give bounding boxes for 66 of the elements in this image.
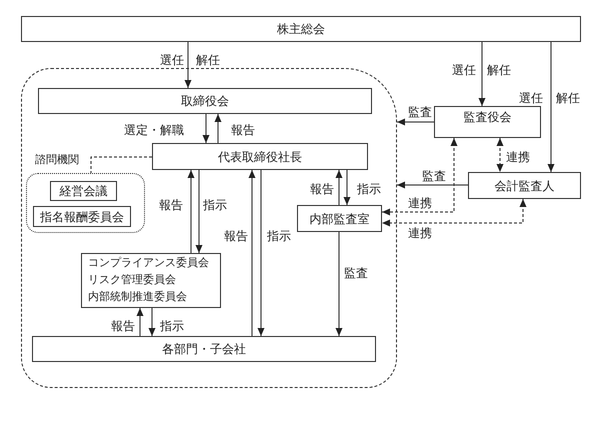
edge-label: 監査: [408, 105, 432, 119]
edge-label: 報告: [310, 182, 334, 196]
arrow: [196, 170, 202, 254]
committee-name: 内部統制推進委員会: [88, 290, 187, 305]
org-box: [468, 172, 581, 199]
edge-label: 指示: [357, 182, 381, 196]
arrow: [396, 182, 468, 188]
box-label: 監査役会: [464, 110, 512, 124]
annotation-label: 解任: [487, 63, 511, 77]
dashed-double-arrow: [496, 138, 504, 172]
arrow: [396, 118, 434, 126]
arrow: [188, 170, 194, 254]
org-box: [434, 106, 541, 138]
committee-name: リスク管理委員会: [88, 272, 176, 288]
org-box: [33, 206, 131, 227]
edge-label: 報告: [111, 319, 135, 333]
edge-label: 連携: [408, 196, 432, 210]
box-label: 代表取締役社長: [218, 150, 302, 164]
committee-name: コンプライアンス委員会: [88, 256, 209, 271]
arrow: [548, 42, 554, 172]
arrow: [136, 308, 144, 336]
org-box: [50, 181, 117, 201]
annotation-label: 解任: [556, 91, 580, 105]
edge-label: 選定・解職: [124, 123, 184, 137]
org-box: [32, 336, 376, 362]
arrow: [248, 170, 256, 336]
dashed-double-arrow: [382, 198, 526, 226]
box-label: 株主総会: [277, 22, 325, 36]
box-label: 会計監査人: [494, 178, 554, 192]
dashed-boundary: [21, 68, 397, 388]
arrow: [336, 170, 342, 206]
arrow: [202, 114, 210, 144]
org-box: [38, 88, 372, 114]
committee-box: [81, 253, 221, 308]
edge-label: 選任: [452, 63, 476, 77]
arrow: [344, 170, 350, 206]
arrow: [478, 42, 486, 106]
edge-label: 指示: [203, 198, 227, 212]
edge-label: 連携: [408, 226, 432, 240]
edge-label: 報告: [224, 229, 248, 243]
arrow: [336, 232, 342, 336]
box-label: 経営会議: [60, 184, 108, 198]
edge-label: 指示: [267, 229, 291, 243]
box-label: 内部監査室: [310, 212, 370, 226]
box-label: 各部門・子会社: [162, 342, 246, 356]
dashed-connector-line: [90, 156, 152, 174]
arrow: [148, 308, 156, 336]
edge-label: 監査: [344, 266, 368, 280]
edge-label: 報告: [159, 198, 183, 212]
edge-label: 指示: [160, 319, 184, 333]
dashed-double-arrow: [382, 138, 458, 216]
arrow: [258, 170, 264, 336]
edge-label: 監査: [422, 169, 446, 183]
edge-label: 選任: [519, 91, 543, 105]
org-box: [297, 205, 382, 232]
arrow: [214, 114, 222, 144]
group-heading: 諮問機関: [35, 154, 79, 167]
edge-label: 報告: [231, 123, 255, 137]
org-box: [21, 16, 581, 42]
edge-label: 連携: [506, 150, 530, 164]
box-label: 指名報酬委員会: [40, 210, 124, 224]
arrow: [184, 42, 192, 88]
edge-label: 選任: [160, 53, 184, 67]
box-label: 取締役会: [181, 94, 229, 108]
org-box: [152, 143, 368, 170]
annotation-label: 解任: [196, 53, 220, 67]
